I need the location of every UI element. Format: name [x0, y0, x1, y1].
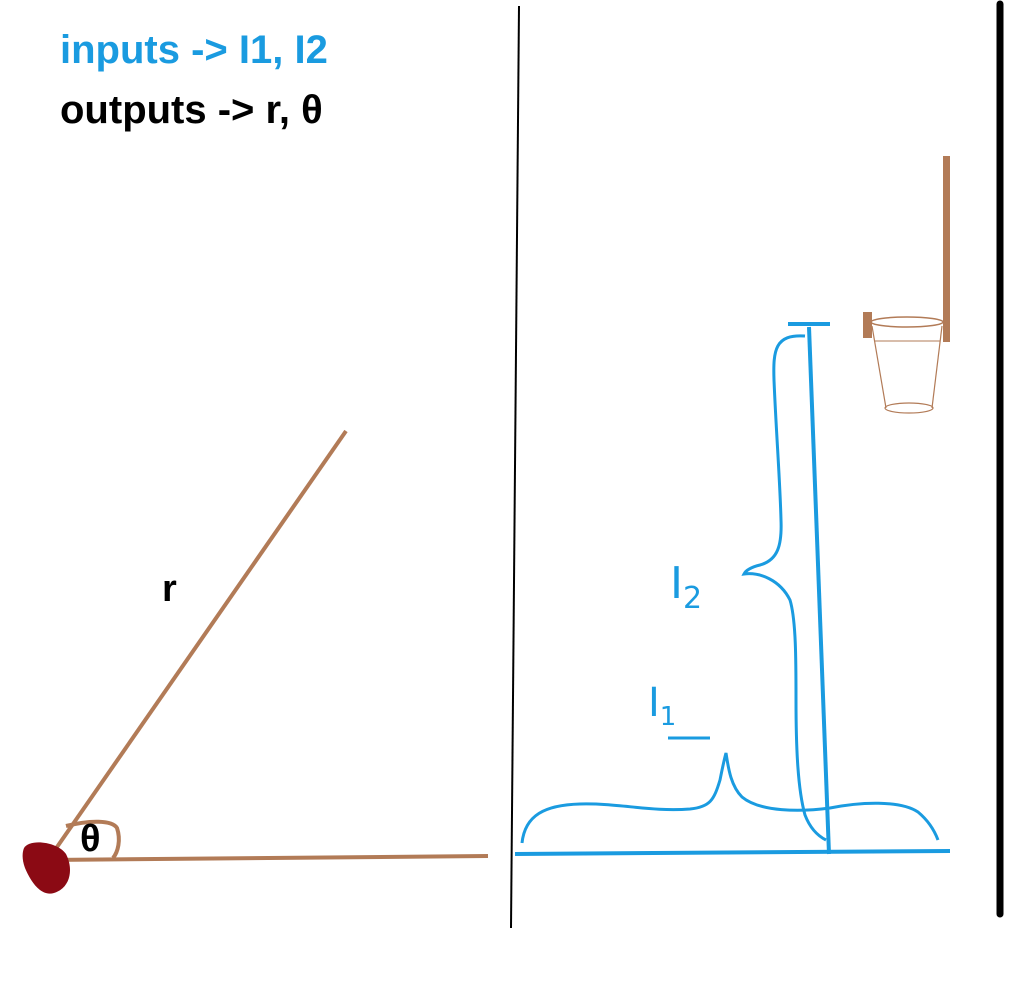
court-diagram [514, 156, 951, 856]
center-divider [510, 5, 520, 929]
i2-brace [741, 334, 827, 842]
i2-subscript: 2 [682, 580, 703, 616]
r-ray [46, 429, 348, 862]
backboard-pole [943, 156, 950, 342]
r-label: r [162, 568, 177, 610]
net-bottom [884, 402, 934, 414]
floor-line [514, 849, 951, 856]
theta-arc [65, 819, 121, 860]
net-right [931, 325, 943, 409]
outputs-line: outputs -> r, θ [60, 88, 323, 132]
inputs-line: inputs -> I1, I2 [60, 28, 328, 72]
net-left [871, 325, 887, 409]
basketball-hoop [863, 156, 950, 414]
i1-subscript: 1 [659, 702, 677, 732]
i2-label: I2 [670, 558, 702, 616]
angle-diagram [22, 429, 489, 894]
base-ray [47, 854, 489, 862]
theta-label: θ [80, 818, 101, 860]
rim-bracket [863, 312, 872, 338]
rim [870, 316, 944, 328]
i1-brace [520, 752, 940, 844]
height-line [807, 326, 831, 855]
i2-letter: I [670, 558, 683, 609]
i1-label: I1 [648, 680, 676, 732]
i1-letter: I [648, 680, 660, 726]
ball [22, 842, 70, 894]
